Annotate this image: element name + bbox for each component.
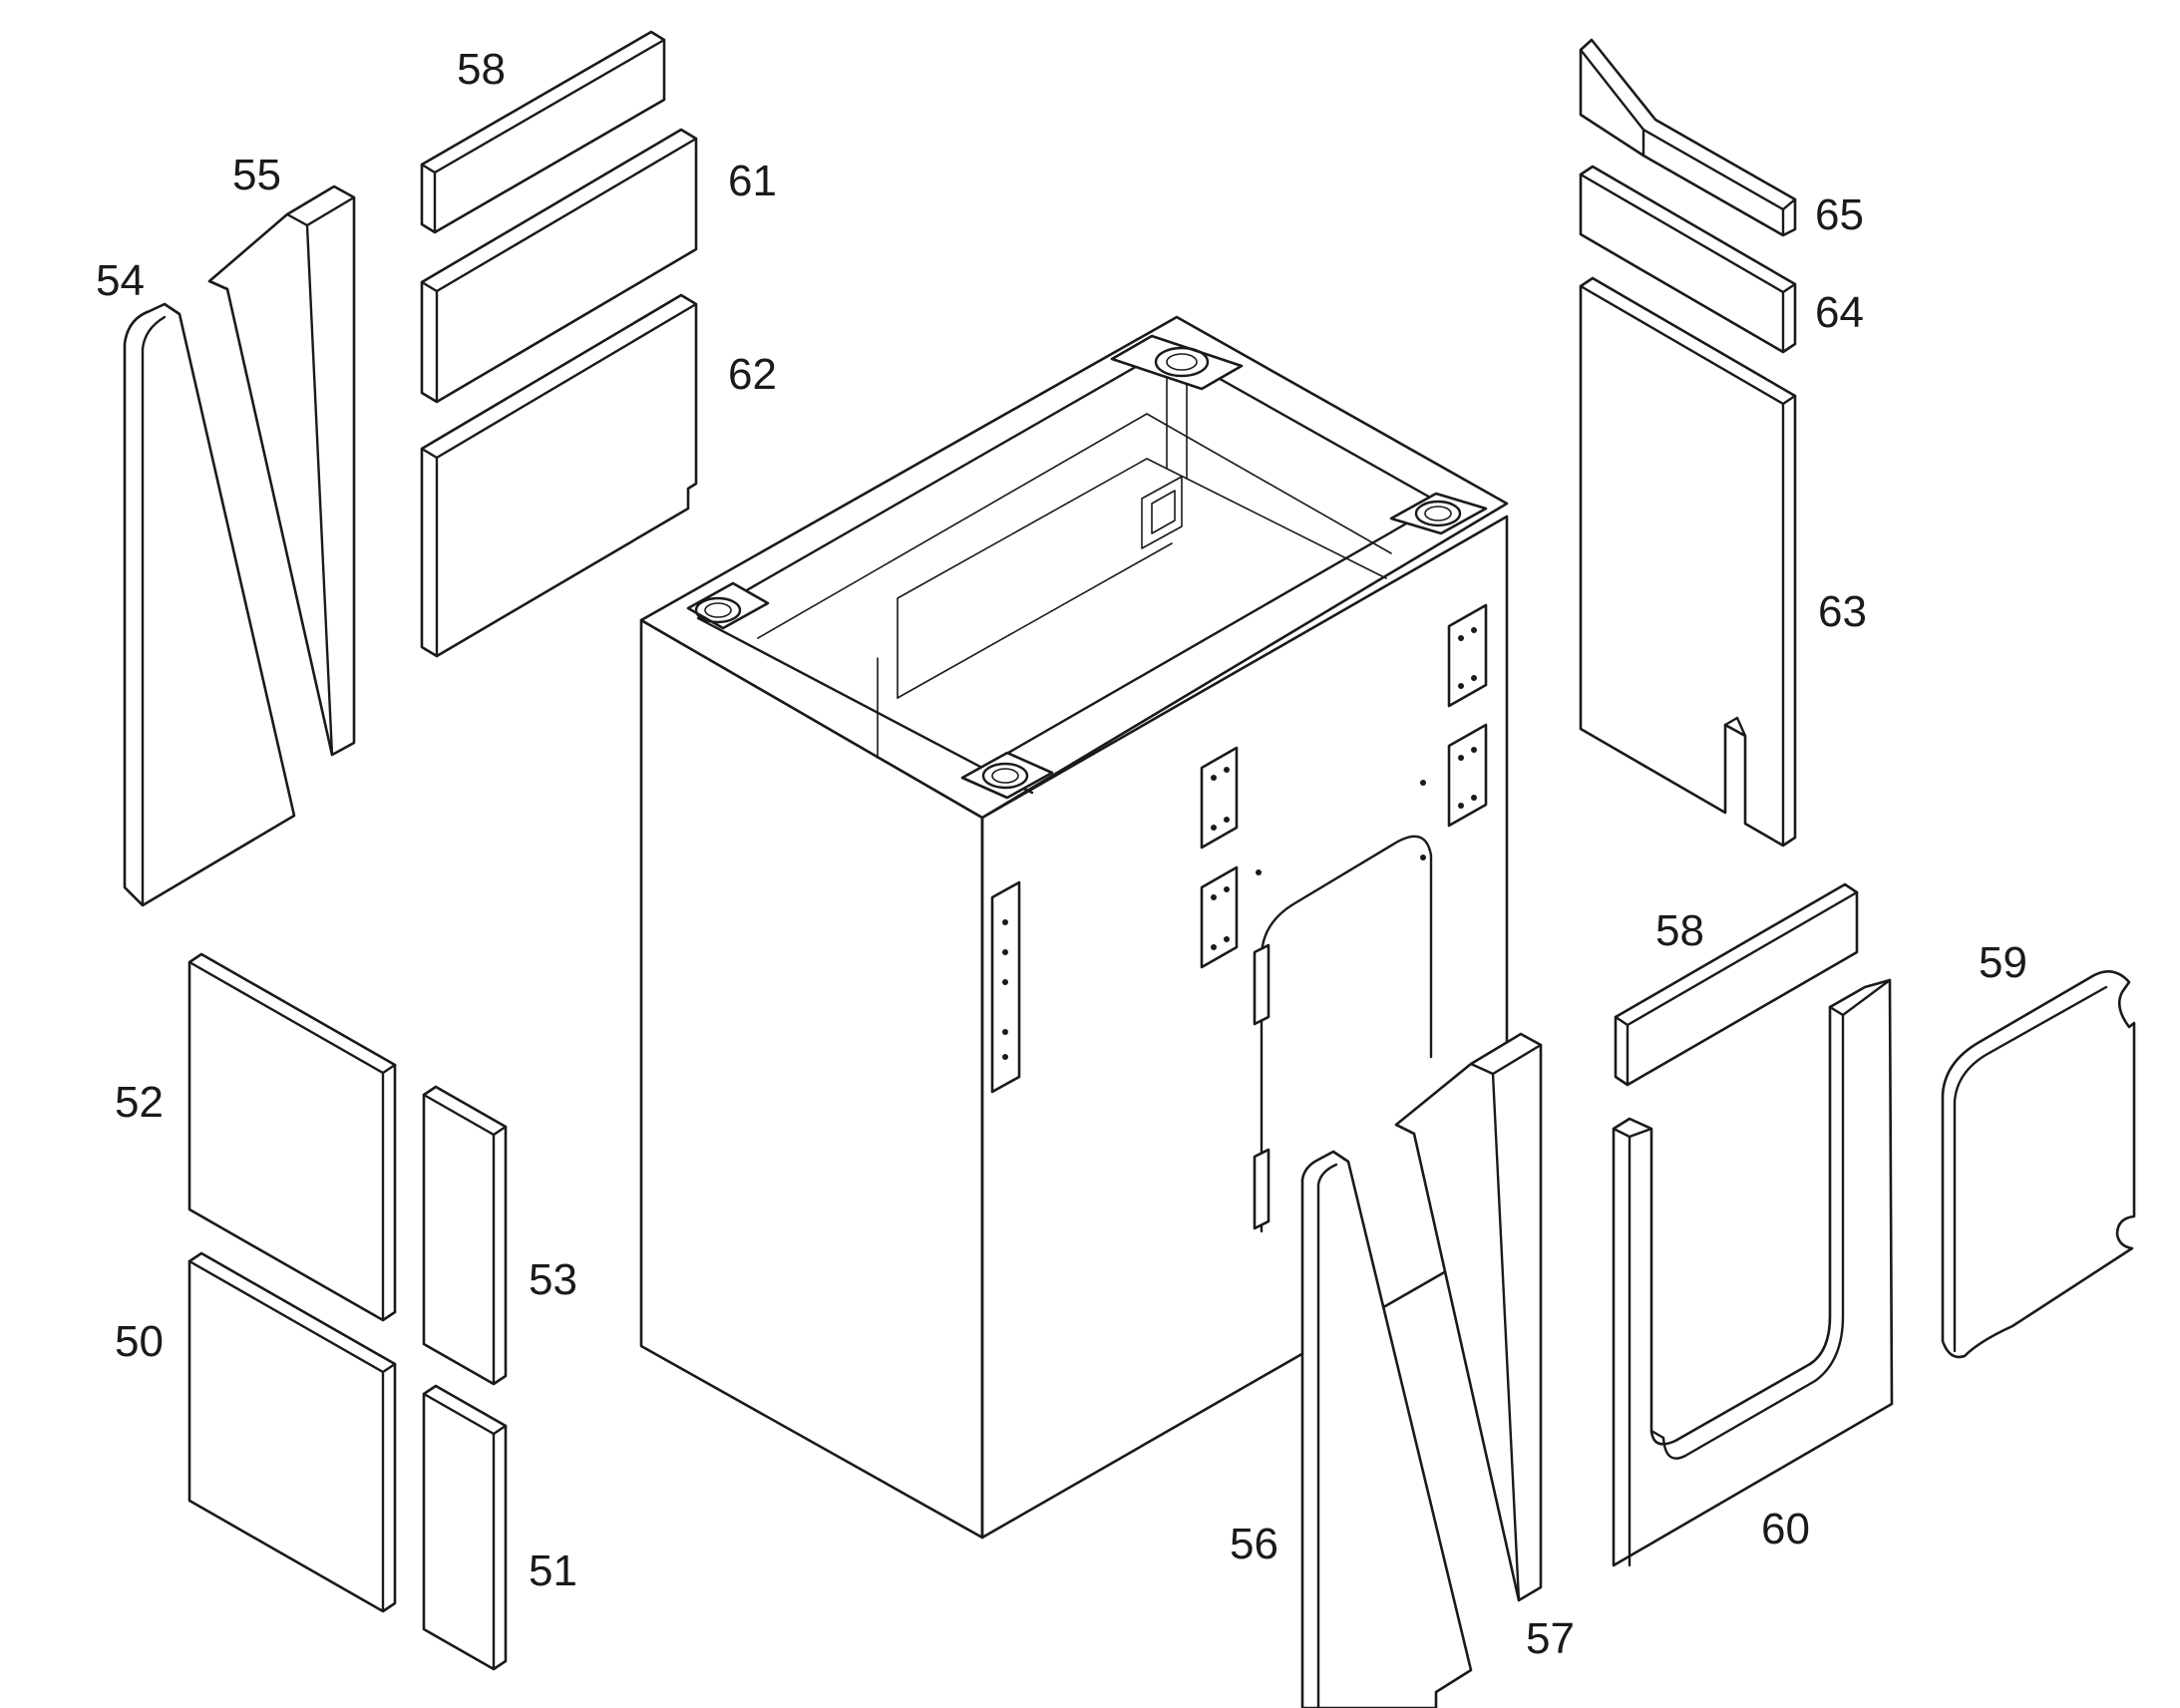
panel-58-right (1614, 882, 1859, 1087)
panel-58-top (420, 30, 666, 234)
label-54: 54 (96, 256, 145, 305)
panel-62 (420, 293, 698, 658)
panel-53 (422, 1085, 508, 1386)
panel-54 (123, 302, 296, 907)
label-63: 63 (1818, 587, 1867, 636)
part-number-labels: 58 55 54 61 62 52 53 50 51 65 64 63 58 5… (96, 45, 2027, 1663)
label-58-top: 58 (457, 45, 506, 94)
corner-post-front-right (960, 751, 1054, 800)
corner-post-front-left (686, 581, 770, 630)
label-55: 55 (232, 151, 281, 199)
panel-51 (422, 1384, 508, 1671)
panel-50 (187, 1251, 397, 1613)
label-60: 60 (1761, 1505, 1810, 1553)
label-65: 65 (1815, 190, 1864, 239)
corner-post-back-right (1389, 492, 1488, 535)
label-53: 53 (529, 1255, 577, 1304)
label-52: 52 (115, 1078, 164, 1127)
panel-55 (207, 184, 356, 757)
label-64: 64 (1815, 288, 1864, 337)
label-51: 51 (529, 1546, 577, 1595)
panel-61 (420, 128, 698, 404)
label-59: 59 (1979, 938, 2027, 987)
label-50: 50 (115, 1317, 164, 1366)
panel-59 (1941, 970, 2136, 1359)
label-61: 61 (728, 157, 777, 205)
mounting-bracket-left (990, 880, 1021, 1094)
panel-63 (1579, 276, 1797, 848)
panel-60 (1612, 978, 1894, 1567)
panel-65 (1579, 38, 1797, 237)
panel-56 (1300, 1150, 1473, 1708)
panel-52 (187, 952, 397, 1322)
label-57: 57 (1526, 1614, 1575, 1663)
corner-post-back-left (1110, 334, 1244, 391)
panel-64 (1579, 165, 1797, 354)
access-door (1253, 835, 1433, 1233)
mounting-bracket-3 (1447, 603, 1488, 708)
label-62: 62 (728, 350, 777, 399)
mounting-bracket-4 (1447, 723, 1488, 828)
panel-57 (1394, 1032, 1543, 1602)
mounting-bracket-2 (1200, 865, 1239, 969)
label-58-right: 58 (1655, 906, 1704, 955)
mounting-bracket-1 (1200, 746, 1239, 850)
label-56: 56 (1230, 1520, 1278, 1568)
